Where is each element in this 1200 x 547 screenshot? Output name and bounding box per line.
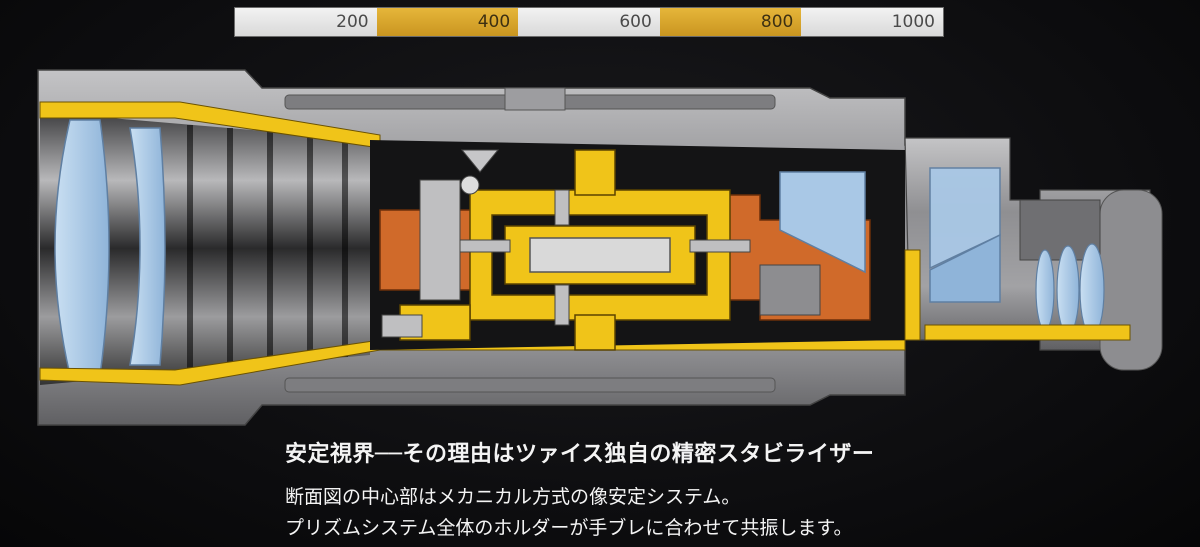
bearing-parts [381,179,751,338]
eyepiece-lenses [1035,243,1105,337]
magnification-scale-bar: 200 400 600 800 1000 [234,7,944,37]
pivot-bearing [460,175,480,195]
scale-segment-1000: 1000 [801,8,943,36]
scale-segment-400: 400 [376,8,519,36]
objective-barrel [40,112,370,385]
binocular-cutaway-illustration [37,69,1163,426]
objective-lens-rear [129,127,166,366]
scale-segment-800: 800 [659,8,802,36]
bottom-ridge [284,377,776,393]
gimbal-assembly [399,149,731,351]
housing-notch [504,87,566,111]
caption-line-2: プリズムシステム全体のホルダーが手ブレに合わせて共振します。 [285,517,853,539]
barrel-rings [187,125,348,370]
objective-lens-front [54,119,110,376]
scale-segment-200: 200 [235,8,377,36]
caption-headline: 安定視界──その理由はツァイス独自の精密スタビライザー [285,442,875,467]
pivot-cone [460,149,500,173]
caption-line-1: 断面図の中心部はメカニカル方式の像安定システム。 [285,486,741,508]
eyecup [1099,189,1163,371]
prism-system [779,167,1001,303]
lower-block [759,264,821,316]
scale-segment-600: 600 [518,8,660,36]
eyepiece-frame [904,249,1131,341]
